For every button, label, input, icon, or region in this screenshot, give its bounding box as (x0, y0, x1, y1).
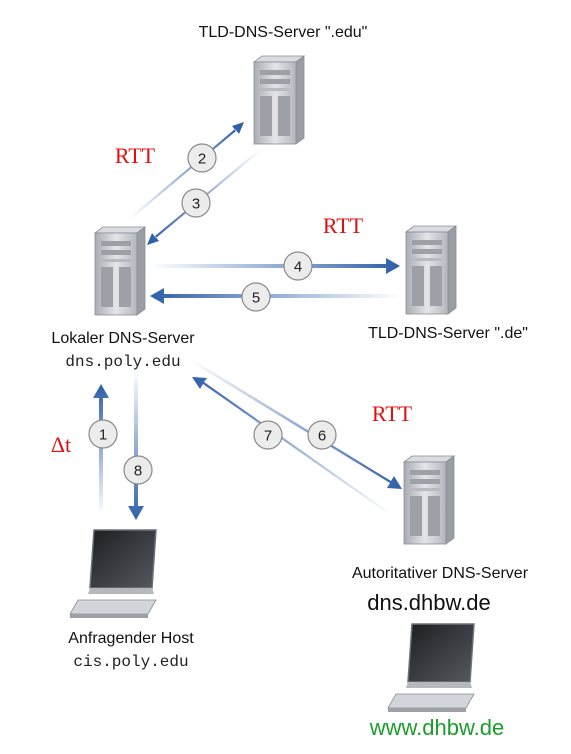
authoritative-dns-server-label: Autoritativer DNS-Server (352, 565, 529, 582)
requesting-host-hostname: cis.poly.edu (73, 653, 188, 671)
svg-text:6: 6 (318, 428, 326, 445)
svg-text:8: 8 (134, 463, 142, 480)
arrow-step-1 (93, 384, 109, 515)
step-marker-8: 8 (123, 455, 153, 485)
svg-text:1: 1 (99, 427, 107, 444)
rtt-annotation-authoritative: RTT (372, 401, 413, 426)
step-marker-3: 3 (181, 188, 211, 218)
svg-text:7: 7 (264, 428, 272, 445)
server-tower-icon (253, 55, 305, 145)
step-marker-1: 1 (88, 419, 118, 449)
arrow-step-2 (129, 122, 244, 220)
arrow-step-6 (188, 358, 402, 489)
delta-t-annotation: Δt (51, 432, 71, 457)
desktop-computer-icon (69, 529, 157, 619)
desktop-computer-icon (387, 623, 475, 713)
step-markers: 2 3 4 5 6 7 1 8 (88, 143, 337, 485)
svg-text:3: 3 (192, 196, 200, 213)
authoritative-dns-server-hostname: dns.dhbw.de (367, 590, 491, 615)
tld-edu-server-label: TLD-DNS-Server ".edu" (199, 24, 368, 41)
svg-text:5: 5 (252, 290, 260, 307)
server-tower-icon (403, 455, 455, 545)
server-tower-icon (94, 226, 146, 316)
arrow-step-5 (150, 288, 400, 304)
target-host-hostname: www.dhbw.de (369, 715, 505, 740)
rtt-annotation-tld-edu: RTT (115, 143, 156, 168)
requesting-host-label: Anfragender Host (68, 630, 194, 647)
arrow-step-4 (150, 258, 400, 274)
svg-text:2: 2 (198, 151, 206, 168)
server-tower-icon (405, 225, 457, 315)
step-marker-5: 5 (241, 282, 271, 312)
step-marker-6: 6 (307, 420, 337, 450)
rtt-annotation-tld-de: RTT (323, 213, 364, 238)
step-marker-2: 2 (187, 143, 217, 173)
svg-text:4: 4 (294, 259, 302, 276)
arrow-step-8 (128, 370, 144, 520)
local-dns-server-hostname: dns.poly.edu (65, 353, 180, 371)
tld-de-server-label: TLD-DNS-Server ".de" (368, 325, 528, 342)
local-dns-server-label: Lokaler DNS-Server (51, 330, 195, 347)
arrow-step-7 (192, 377, 392, 516)
step-marker-4: 4 (283, 251, 313, 281)
step-marker-7: 7 (253, 420, 283, 450)
